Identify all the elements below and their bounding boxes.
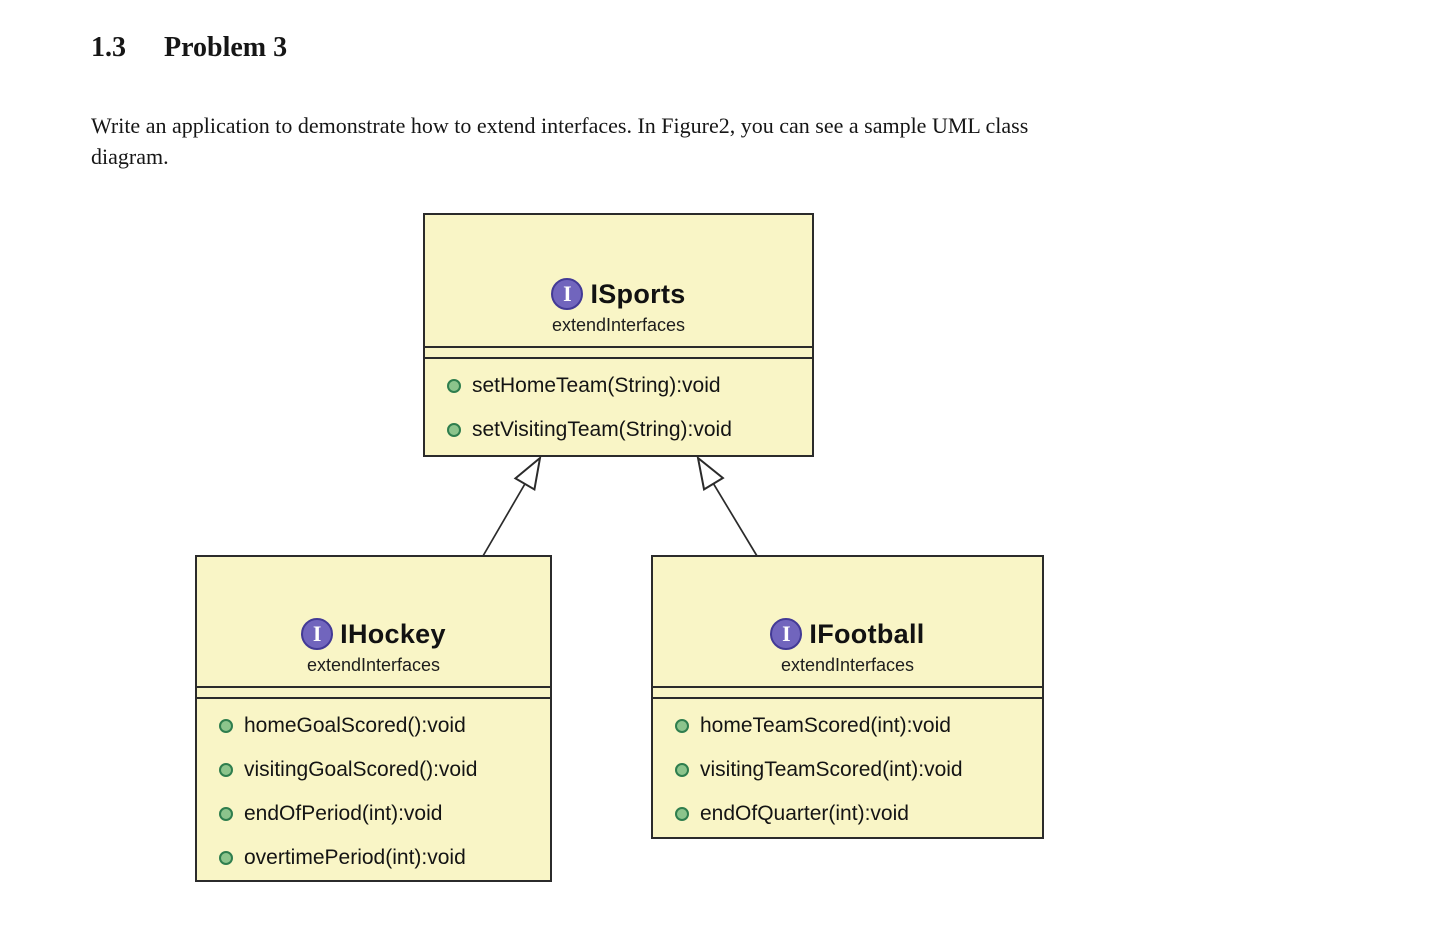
methods-compartment: homeGoalScored():void visitingGoalScored… (197, 699, 550, 880)
public-method-icon (675, 807, 689, 821)
method-item: homeTeamScored(int):void (653, 704, 1042, 748)
method-item: endOfQuarter(int):void (653, 792, 1042, 836)
class-title-compartment: I IFootball extendInterfaces (653, 557, 1042, 686)
uml-class-ihockey: I IHockey extendInterfaces homeGoalScore… (195, 555, 552, 882)
uml-class-isports: I ISports extendInterfaces setHomeTeam(S… (423, 213, 814, 457)
class-title-compartment: I IHockey extendInterfaces (197, 557, 550, 686)
method-item: overtimePeriod(int):void (197, 836, 550, 880)
class-name: ISports (590, 278, 686, 309)
class-stereotype: extendInterfaces (780, 655, 915, 675)
uml-class-ifootball: I IFootball extendInterfaces homeTeamSco… (651, 555, 1044, 839)
section-heading: 1.3 Problem 3 (91, 32, 287, 64)
interface-icon: I (551, 278, 584, 310)
inheritance-arrow-ihockey-to-isports (482, 455, 542, 557)
public-method-icon (447, 423, 461, 437)
class-stereotype: extendInterfaces (306, 655, 441, 675)
public-method-icon (447, 379, 461, 393)
fields-compartment-empty (425, 346, 812, 359)
class-name: IFootball (809, 618, 925, 649)
public-method-icon (219, 807, 233, 821)
methods-compartment: setHomeTeam(String):void setVisitingTeam… (425, 359, 812, 452)
interface-icon: I (301, 618, 334, 650)
public-method-icon (675, 719, 689, 733)
public-method-icon (219, 763, 233, 777)
class-stereotype: extendInterfaces (551, 315, 686, 335)
public-method-icon (219, 719, 233, 733)
fields-compartment-empty (197, 686, 550, 699)
method-item: homeGoalScored():void (197, 704, 550, 748)
method-item: visitingGoalScored():void (197, 748, 550, 792)
methods-compartment: homeTeamScored(int):void visitingTeamSco… (653, 699, 1042, 836)
interface-icon: I (770, 618, 803, 650)
method-item: endOfPeriod(int):void (197, 792, 550, 836)
class-title-compartment: I ISports extendInterfaces (425, 215, 812, 346)
public-method-icon (675, 763, 689, 777)
body-line-2: diagram. (91, 144, 169, 169)
body-paragraph: Write an application to demonstrate how … (91, 110, 1028, 172)
section-number: 1.3 (91, 32, 126, 63)
body-line-1: Write an application to demonstrate how … (91, 113, 1029, 138)
fields-compartment-empty (653, 686, 1042, 699)
inheritance-arrow-ifootball-to-isports (696, 455, 758, 557)
class-name: IHockey (340, 618, 446, 649)
public-method-icon (219, 851, 233, 865)
method-item: setVisitingTeam(String):void (425, 408, 812, 452)
method-item: setHomeTeam(String):void (425, 364, 812, 408)
section-title: Problem 3 (164, 32, 288, 63)
method-item: visitingTeamScored(int):void (653, 748, 1042, 792)
